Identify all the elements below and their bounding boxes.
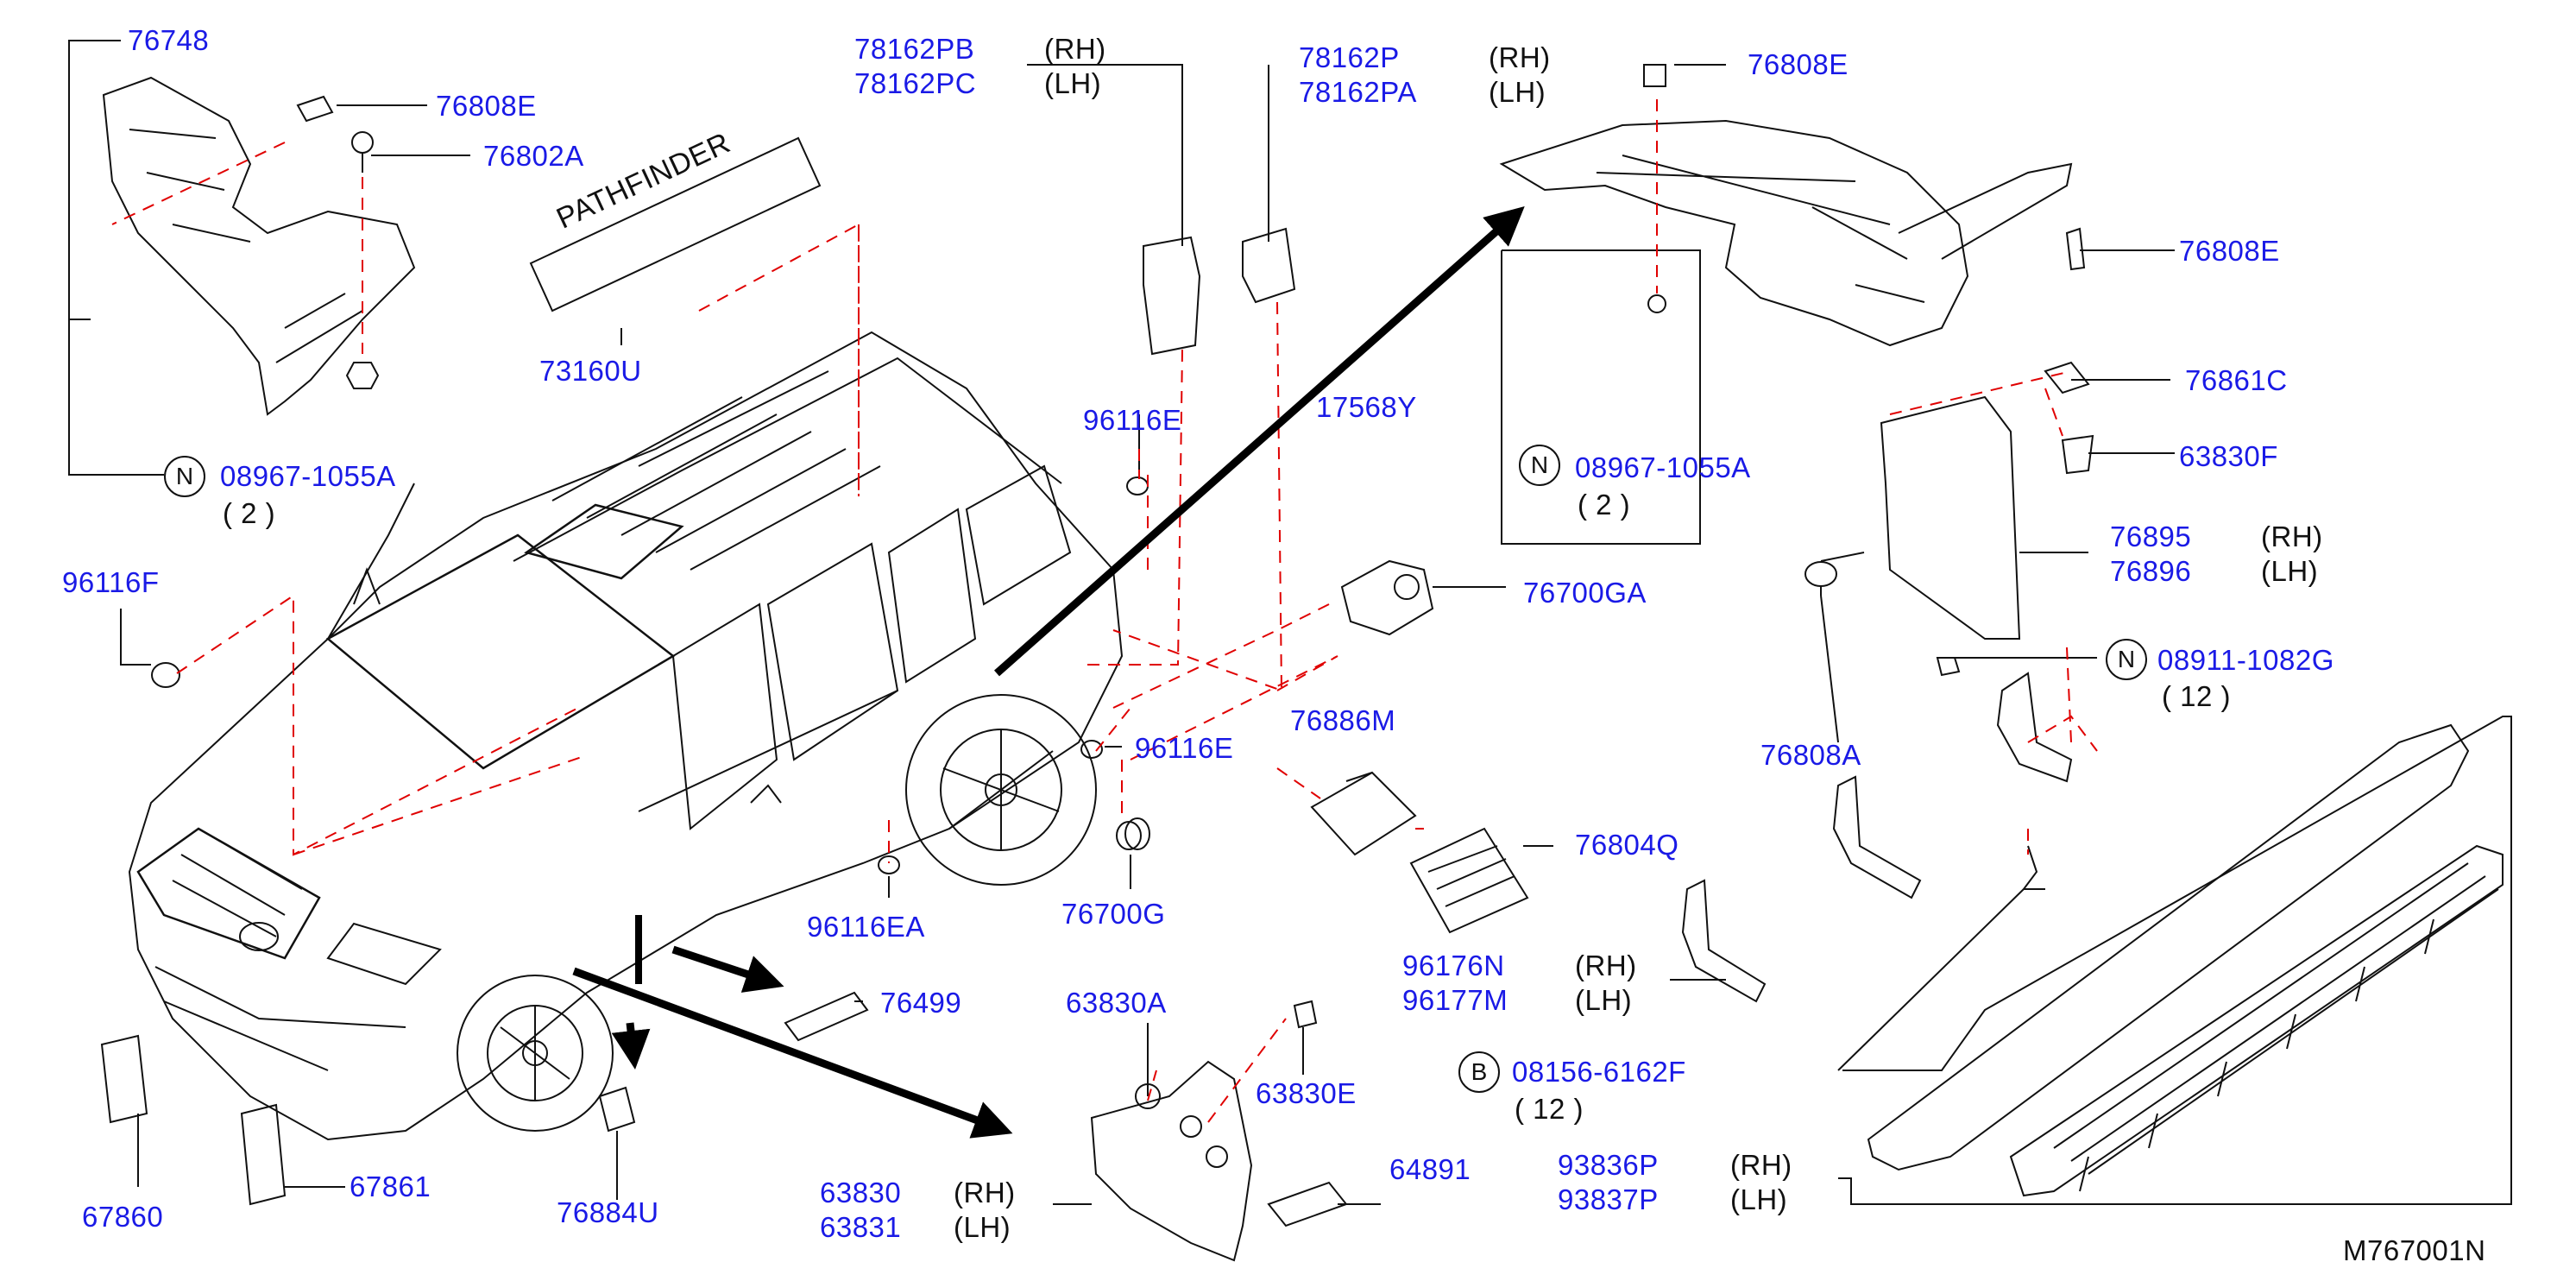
leader-lines	[68, 40, 2512, 1205]
tail-lamp-parts	[1143, 227, 1296, 356]
part-label-76499[interactable]: 76499	[880, 987, 962, 1019]
side-lh-96177m: (LH)	[1575, 984, 1633, 1016]
pathfinder-badge	[529, 136, 822, 312]
push-clip-76700g	[1124, 817, 1150, 850]
part-label-96176n[interactable]: 96176N	[1402, 950, 1505, 981]
part-label-76808e-right[interactable]: 76808E	[2179, 235, 2280, 267]
brackets	[1681, 672, 2073, 1003]
part-label-76804q[interactable]: 76804Q	[1575, 829, 1679, 861]
mud-flap-front	[1090, 1000, 1348, 1262]
clip-76700ga	[1340, 559, 1434, 636]
front-fender-liner	[102, 76, 416, 416]
part-label-76700g[interactable]: 76700G	[1061, 898, 1166, 930]
part-label-96116e-bottom[interactable]: 96116E	[1135, 732, 1234, 764]
pad-76884u	[598, 1086, 636, 1133]
strip-76499	[784, 991, 869, 1042]
n-prefix-left: N	[164, 456, 205, 497]
side-rh-78162p: (RH)	[1489, 41, 1551, 73]
part-label-78162pa[interactable]: 78162PA	[1299, 76, 1417, 108]
part-label-76896[interactable]: 76896	[2110, 555, 2192, 587]
dashed-leaders	[111, 99, 2098, 1123]
part-label-63831[interactable]: 63831	[820, 1211, 902, 1243]
side-lh-63831: (LH)	[954, 1211, 1011, 1243]
part-label-08967-left[interactable]: 08967-1055A	[220, 460, 396, 492]
part-label-76895[interactable]: 76895	[2110, 521, 2192, 552]
side-rh-78162pb: (RH)	[1044, 33, 1106, 65]
part-label-76700ga[interactable]: 76700GA	[1523, 577, 1647, 609]
pad-67860	[100, 1034, 148, 1124]
fasteners-left	[151, 95, 380, 688]
part-label-08156[interactable]: 08156-6162F	[1512, 1056, 1686, 1088]
part-label-76884u[interactable]: 76884U	[557, 1196, 659, 1228]
part-label-78162p[interactable]: 78162P	[1299, 41, 1400, 73]
part-label-76861c[interactable]: 76861C	[2185, 364, 2288, 396]
part-label-96116f[interactable]: 96116F	[62, 566, 160, 598]
part-label-73160u[interactable]: 73160U	[539, 355, 642, 387]
side-rh-63830: (RH)	[954, 1177, 1016, 1208]
grommets	[878, 476, 1149, 874]
part-label-96116e-top[interactable]: 96116E	[1083, 404, 1182, 436]
b-prefix-08156: B	[1458, 1051, 1500, 1093]
bolts-right	[1804, 552, 1961, 677]
side-rh-96176n: (RH)	[1575, 950, 1637, 981]
side-lh-93837p: (LH)	[1730, 1183, 1788, 1215]
side-rh-93836p: (RH)	[1730, 1149, 1792, 1181]
part-label-63830f[interactable]: 63830F	[2179, 440, 2278, 472]
qty-right: ( 2 )	[1578, 489, 1631, 521]
part-label-08967-right[interactable]: 08967-1055A	[1575, 451, 1751, 483]
part-label-96116ea[interactable]: 96116EA	[807, 911, 925, 943]
part-label-78162pc[interactable]: 78162PC	[854, 67, 977, 99]
part-label-96177m[interactable]: 96177M	[1402, 984, 1508, 1016]
side-lh-78162pa: (LH)	[1489, 76, 1546, 108]
side-lh-76896: (LH)	[2261, 555, 2319, 587]
part-label-93837p[interactable]: 93837P	[1558, 1183, 1659, 1215]
part-label-67861[interactable]: 67861	[350, 1171, 431, 1202]
part-label-64891[interactable]: 64891	[1389, 1153, 1471, 1185]
part-label-76808e-left[interactable]: 76808E	[436, 90, 537, 122]
part-label-63830[interactable]: 63830	[820, 1177, 902, 1208]
diagram-id: M767001N	[2343, 1234, 2486, 1266]
part-label-17568y[interactable]: 17568Y	[1316, 391, 1417, 423]
qty-left: ( 2 )	[223, 497, 276, 529]
part-label-63830e[interactable]: 63830E	[1256, 1077, 1357, 1109]
vent-76804q	[1409, 827, 1529, 934]
part-label-76808a[interactable]: 76808A	[1760, 739, 1861, 771]
arrows	[572, 206, 1525, 1139]
part-label-76748[interactable]: 76748	[128, 24, 210, 56]
part-label-76802a[interactable]: 76802A	[483, 140, 584, 172]
n-prefix-08911: N	[2106, 639, 2147, 680]
side-lh-78162pc: (LH)	[1044, 67, 1102, 99]
part-label-93836p[interactable]: 93836P	[1558, 1149, 1659, 1181]
side-rh-76895: (RH)	[2261, 521, 2323, 552]
running-board	[1867, 723, 2504, 1197]
pad-67861	[240, 1103, 287, 1206]
part-label-67860[interactable]: 67860	[82, 1201, 164, 1233]
vehicle-illustration	[128, 331, 1124, 1141]
qty-08911: ( 12 )	[2162, 680, 2232, 712]
part-label-76886m[interactable]: 76886M	[1290, 704, 1396, 736]
qty-08156: ( 12 )	[1515, 1093, 1584, 1125]
part-label-76808e-top-right[interactable]: 76808E	[1748, 48, 1849, 80]
part-label-63830a[interactable]: 63830A	[1066, 987, 1167, 1019]
n-prefix-right: N	[1519, 445, 1560, 486]
part-label-08911[interactable]: 08911-1082G	[2157, 644, 2334, 676]
rear-fender-liner	[1499, 64, 2094, 640]
part-label-78162pb[interactable]: 78162PB	[854, 33, 975, 65]
pad-76886m	[1310, 771, 1417, 856]
